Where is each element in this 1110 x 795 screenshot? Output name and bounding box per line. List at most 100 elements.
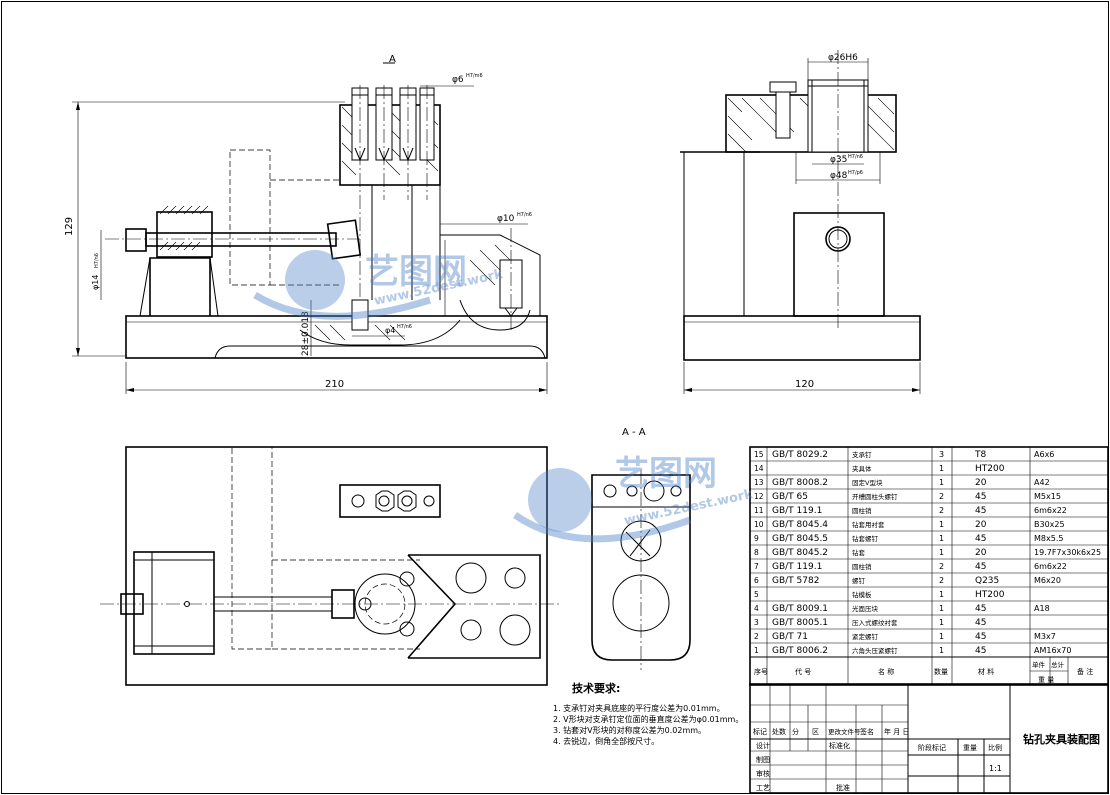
bom-name: 钻套 xyxy=(852,548,866,557)
bom-note: M6x20 xyxy=(1034,576,1061,585)
bom-qty: 1 xyxy=(939,632,944,641)
bom-note: 6m6x22 xyxy=(1034,506,1067,515)
tech-item-2: 2. V形块对支承钉定位面的垂直度公差为φ0.01mm。 xyxy=(553,714,743,724)
bom-qty: 1 xyxy=(939,478,944,487)
bom-no: 14 xyxy=(754,464,764,473)
bom-code: GB/T 119.1 xyxy=(772,506,822,516)
tb-date: 年 月 日 xyxy=(884,727,909,736)
front-view: A xyxy=(64,54,548,394)
tb-review: 审核 xyxy=(756,769,770,778)
bom-no: 4 xyxy=(754,604,759,613)
bom-header-material: 材 料 xyxy=(978,667,994,676)
bom-qty: 2 xyxy=(939,492,944,501)
bom-material: 45 xyxy=(975,646,986,656)
bom-note: A18 xyxy=(1034,604,1050,613)
bom-qty: 2 xyxy=(939,506,944,515)
bom-material: HT200 xyxy=(975,464,1005,474)
tb-design: 设计 xyxy=(756,741,770,750)
tb-draw: 制图 xyxy=(756,755,770,764)
bom-no: 9 xyxy=(754,534,759,543)
dim-d35: φ35 xyxy=(830,155,847,165)
bom-qty: 1 xyxy=(939,520,944,529)
bom-name: 圆柱销 xyxy=(852,506,872,515)
tb-approve: 批准 xyxy=(836,783,850,792)
dim-d6: φ6 xyxy=(452,75,464,85)
bom-code: GB/T 8008.2 xyxy=(772,478,828,488)
bom-name: 六角头压紧螺钉 xyxy=(852,646,898,655)
bom-note: B30x25 xyxy=(1034,520,1065,529)
bom-code: GB/T 119.1 xyxy=(772,562,822,572)
detail-view xyxy=(591,470,691,670)
bom-name: 支承钉 xyxy=(852,450,872,459)
bom-qty: 1 xyxy=(939,604,944,613)
bom-name: 圆柱销 xyxy=(852,562,872,571)
bom-qty: 1 xyxy=(939,590,944,599)
bom-material: 45 xyxy=(975,618,986,628)
bom-header-weight: 重 量 xyxy=(1038,676,1054,684)
bom-material: 45 xyxy=(975,492,986,502)
bom-qty: 3 xyxy=(939,450,944,459)
bom-no: 13 xyxy=(754,478,764,487)
dim-d48-fit: H7/p6 xyxy=(848,170,863,176)
bom-no: 8 xyxy=(754,548,759,557)
bom-code: GB/T 71 xyxy=(772,632,808,642)
bom-name: 钻套螺钉 xyxy=(852,534,879,543)
bom-header-name: 名 称 xyxy=(878,667,894,676)
bom-name: 钻套用衬套 xyxy=(852,520,885,529)
tb-sign: 签名 xyxy=(860,727,874,736)
dim-d10: φ10 xyxy=(497,214,515,224)
watermark-1: 艺图网 www.52dest.work xyxy=(253,250,505,320)
dim-120: 120 xyxy=(795,379,814,390)
bom-name: 光面压块 xyxy=(852,604,879,613)
section-aa-label: A - A xyxy=(622,427,646,438)
dim-28: 28±0.018 xyxy=(301,311,311,356)
bom-material: 45 xyxy=(975,534,986,544)
bom-name: 紧定螺钉 xyxy=(852,632,879,641)
bom-header-unit-weight: 单件 xyxy=(1032,660,1046,669)
bom-no: 10 xyxy=(754,520,764,529)
bom-note: A6x6 xyxy=(1034,450,1054,459)
bom-header-total-weight: 总计 xyxy=(1051,660,1065,669)
bom-material: T8 xyxy=(974,450,986,460)
bom-qty: 1 xyxy=(939,618,944,627)
bom-material: HT200 xyxy=(975,590,1005,600)
bom-note: A42 xyxy=(1034,478,1050,487)
dim-210: 210 xyxy=(325,379,344,390)
bom-code: GB/T 8005.1 xyxy=(772,618,828,628)
bom-note: M3x7 xyxy=(1034,632,1056,641)
dim-d10-fit: H7/n6 xyxy=(517,212,532,218)
dim-d6-fit: H7/m6 xyxy=(466,73,483,79)
bom-no: 2 xyxy=(754,632,759,641)
bom-material: 20 xyxy=(975,478,987,488)
bom-code: GB/T 8045.4 xyxy=(772,520,828,530)
dim-d14: φ14 xyxy=(91,275,100,290)
dim-d4-fit: H7/n6 xyxy=(397,324,412,330)
bom-name: 压入式螺纹衬套 xyxy=(852,618,898,627)
tech-item-4: 4. 去锐边，倒角全部按尺寸。 xyxy=(553,736,659,746)
bom-header-no: 序号 xyxy=(754,667,768,676)
side-view: φ26H6 φ35 H7/n6 φ48 H7/p6 120 xyxy=(680,50,921,394)
watermark-brand-1: 艺图网 xyxy=(365,252,467,292)
tb-count: 处数 xyxy=(772,727,786,736)
bom-material: 45 xyxy=(975,562,986,572)
tech-requirements: 技术要求: 1. 支承钉对夹具底座的平行度公差为0.01mm。 2. V形块对支… xyxy=(553,681,743,746)
bom-qty: 1 xyxy=(939,534,944,543)
tech-item-3: 3. 钻套对V形块的对称度公差为0.02mm。 xyxy=(553,725,706,735)
bom-no: 5 xyxy=(754,590,759,599)
bom-qty: 2 xyxy=(939,562,944,571)
bom-name: 夹具体 xyxy=(852,464,872,473)
bom-code: GB/T 65 xyxy=(772,492,808,502)
bom-material: 45 xyxy=(975,604,986,614)
top-view: A - A xyxy=(100,427,646,686)
tb-div: 分 xyxy=(792,727,799,736)
bom-no: 3 xyxy=(754,618,759,627)
bom-no: 15 xyxy=(754,450,764,459)
bom-qty: 2 xyxy=(939,576,944,585)
bom-material: 20 xyxy=(975,548,987,558)
dim-d26: φ26H6 xyxy=(828,53,858,63)
tb-change-doc: 更改文件号 xyxy=(828,727,861,736)
drawing-title: 钻孔夹具装配图 xyxy=(1023,732,1100,746)
dim-129: 129 xyxy=(64,217,75,236)
